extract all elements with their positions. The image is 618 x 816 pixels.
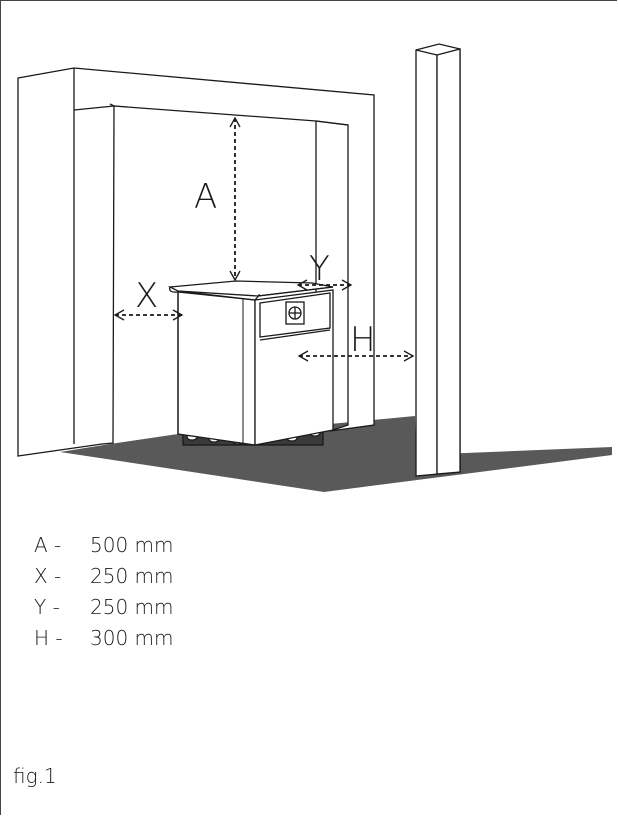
legend-item-x: X - 250 mm [34,561,174,592]
legend-key: H - [34,626,63,650]
legend-value: 250 mm [90,564,174,588]
floor-area [60,416,612,492]
clearance-legend: A - 500 mm X - 250 mm Y - 250 mm H - 300 mm [34,530,174,654]
legend-key: Y - [34,595,60,619]
side-wall [415,43,461,477]
legend-value: 250 mm [90,595,174,619]
dimension-label-a: A [194,177,217,217]
legend-key: X - [34,564,62,588]
legend-value: 300 mm [90,626,174,650]
dimension-label-y: Y [309,249,330,289]
dimension-label-h: H [350,320,376,360]
legend-value: 500 mm [90,533,174,557]
boiler-unit [167,280,334,446]
legend-item-y: Y - 250 mm [34,592,174,623]
installation-clearance-diagram: A X Y H [17,43,612,492]
legend-item-a: A - 500 mm [34,530,174,561]
figure-caption: fig.1 [13,764,57,788]
dimension-label-x: X [135,276,158,316]
dimension-arrows [113,116,415,362]
legend-item-h: H - 300 mm [34,623,174,654]
legend-key: A - [34,533,62,557]
